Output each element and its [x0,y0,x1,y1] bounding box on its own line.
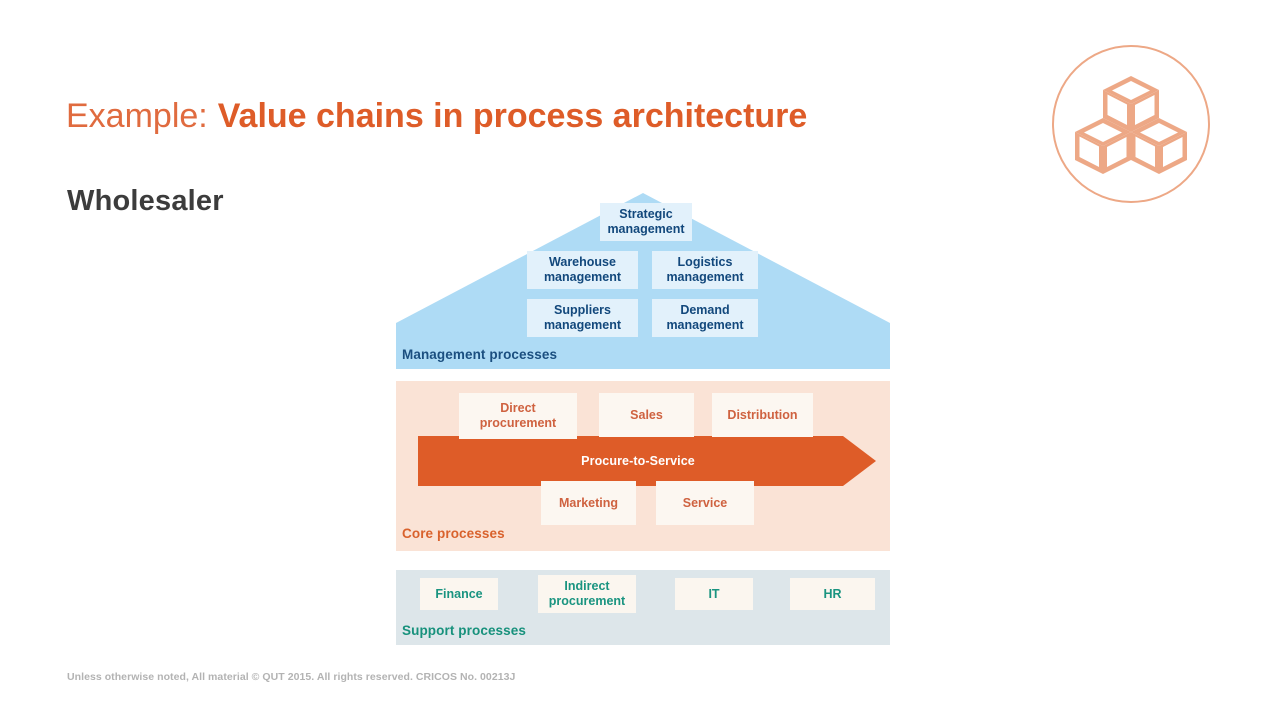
process-box-indirect-procurement[interactable]: Indirect procurement [538,575,636,613]
label-line-2: procurement [548,594,626,608]
process-box-label: Distribution [727,407,798,422]
label-line-2: management [666,318,744,332]
three-cubes-icon [1052,45,1210,203]
label-line-2: management [607,222,685,236]
process-box-label: Warehouse management [544,255,621,285]
roof-shape [396,193,890,369]
procure-to-service-arrow [418,436,876,486]
process-box-label: Strategic management [607,207,684,237]
label-line-2: procurement [479,416,557,430]
label-line-2: management [543,270,622,284]
process-box-strategic-management[interactable]: Strategic management [600,203,692,241]
support-processes-band: Finance Indirect procurement IT HR Suppo… [396,570,890,645]
slide-subtitle: Wholesaler [67,185,224,217]
process-box-label: Logistics management [666,255,743,285]
process-box-hr[interactable]: HR [790,578,875,610]
label-line-1: Direct [500,401,536,415]
page-title-main: Value chains in process architecture [217,97,808,135]
support-processes-label: Support processes [402,623,526,638]
process-box-direct-procurement[interactable]: Direct procurement [459,393,577,439]
copyright-footer: Unless otherwise noted, All material © Q… [67,671,516,683]
label-line-1: Logistics [677,255,733,269]
three-cubes-icon-glyph [1075,76,1187,174]
management-processes-band: Strategic management Warehouse managemen… [396,193,890,369]
process-box-finance[interactable]: Finance [420,578,498,610]
process-box-label: Marketing [558,495,619,510]
label-line-2: management [666,270,744,284]
process-box-label: Finance [435,586,483,601]
core-processes-label: Core processes [402,526,505,541]
process-box-label: HR [823,586,842,601]
page-title-prefix: Example: [66,97,208,135]
process-box-label: Indirect procurement [549,579,625,609]
label-line-2: management [543,318,622,332]
process-box-label: Service [682,495,728,510]
process-box-label: Direct procurement [480,401,556,431]
label-line-1: Strategic [619,207,673,221]
value-chain-diagram: Strategic management Warehouse managemen… [396,193,890,645]
process-box-demand-management[interactable]: Demand management [652,299,758,337]
process-box-label: Sales [630,407,663,422]
process-box-logistics-management[interactable]: Logistics management [652,251,758,289]
process-box-distribution[interactable]: Distribution [712,393,813,437]
process-box-warehouse-management[interactable]: Warehouse management [527,251,638,289]
process-box-it[interactable]: IT [675,578,753,610]
process-box-service[interactable]: Service [656,481,754,525]
process-box-sales[interactable]: Sales [599,393,694,437]
process-box-marketing[interactable]: Marketing [541,481,636,525]
procure-to-service-arrow-label: Procure-to-Service [581,454,695,468]
process-box-label: Suppliers management [544,303,621,333]
page-title: Example:Value chains in process architec… [66,94,807,138]
process-box-label: IT [708,586,720,601]
process-box-suppliers-management[interactable]: Suppliers management [527,299,638,337]
management-processes-label: Management processes [402,347,558,362]
label-line-1: Suppliers [554,303,611,317]
process-box-label: Demand management [666,303,743,333]
label-line-1: Warehouse [549,255,616,269]
label-line-1: Demand [680,303,730,317]
label-line-1: Indirect [564,579,610,593]
core-processes-band: Procure-to-Service Direct procurement Sa… [396,381,890,551]
